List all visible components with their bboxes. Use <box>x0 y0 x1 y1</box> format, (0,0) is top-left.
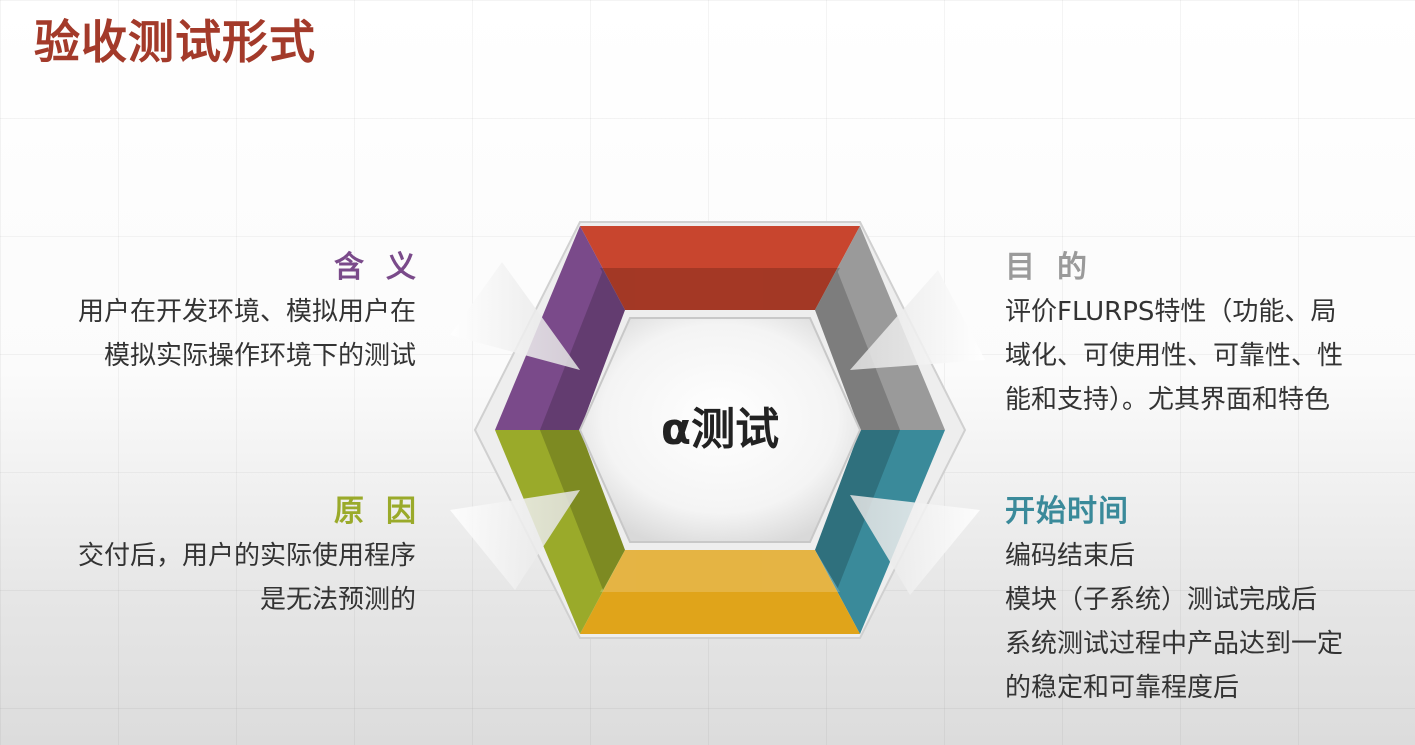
segment-shading <box>540 268 900 592</box>
segment-bottom <box>580 550 860 634</box>
center-hexagon <box>578 317 862 543</box>
arrow-top-right <box>850 270 985 370</box>
start-time-line: 编码结束后 <box>1005 541 1136 571</box>
start-time-line: 的稳定和可靠程度后 <box>1005 673 1240 703</box>
arrow-top-left <box>450 262 580 370</box>
start-time-block: 开始时间 编码结束后 模块（子系统）测试完成后 系统测试过程中产品达到一定 的稳… <box>1005 490 1405 710</box>
meaning-text: 用户在开发环境、模拟用户在 模拟实际操作环境下的测试 <box>20 290 416 378</box>
segment-top-left <box>495 226 625 430</box>
reason-text: 交付后，用户的实际使用程序 是无法预测的 <box>20 534 416 622</box>
slide-title: 验收测试形式 <box>34 15 316 69</box>
start-time-heading: 开始时间 <box>1005 494 1129 529</box>
purpose-block: 目的 评价FLURPS特性（功能、局 域化、可使用性、可靠性、性 能和支持）。尤… <box>1005 246 1405 422</box>
segment-top-right <box>815 226 945 430</box>
reason-heading: 原因 <box>334 494 438 529</box>
segment-top <box>580 226 860 310</box>
hexagon-diagram: α测试 <box>450 221 985 639</box>
meaning-heading: 含义 <box>334 250 438 285</box>
reason-line: 交付后，用户的实际使用程序 <box>77 541 416 571</box>
reason-line: 是无法预测的 <box>259 585 416 615</box>
purpose-line: 评价FLURPS特性（功能、局 <box>1005 297 1337 327</box>
segment-bottom-left <box>495 430 625 634</box>
arrow-bottom-left <box>450 490 580 590</box>
meaning-block: 含义 用户在开发环境、模拟用户在 模拟实际操作环境下的测试 <box>20 246 416 378</box>
reason-block: 原因 交付后，用户的实际使用程序 是无法预测的 <box>20 490 416 622</box>
purpose-line: 域化、可使用性、可靠性、性 <box>1005 341 1344 371</box>
arrow-bottom-right <box>850 495 980 595</box>
start-time-text: 编码结束后 模块（子系统）测试完成后 系统测试过程中产品达到一定 的稳定和可靠程… <box>1005 534 1405 710</box>
start-time-line: 系统测试过程中产品达到一定 <box>1005 629 1344 659</box>
purpose-text: 评价FLURPS特性（功能、局 域化、可使用性、可靠性、性 能和支持）。尤其界面… <box>1005 290 1405 422</box>
purpose-line: 能和支持）。尤其界面和特色 <box>1005 385 1331 415</box>
meaning-line: 用户在开发环境、模拟用户在 <box>77 297 416 327</box>
center-label: α测试 <box>661 404 779 455</box>
purpose-heading: 目的 <box>1005 250 1109 285</box>
start-time-line: 模块（子系统）测试完成后 <box>1005 585 1318 615</box>
meaning-line: 模拟实际操作环境下的测试 <box>103 341 416 371</box>
